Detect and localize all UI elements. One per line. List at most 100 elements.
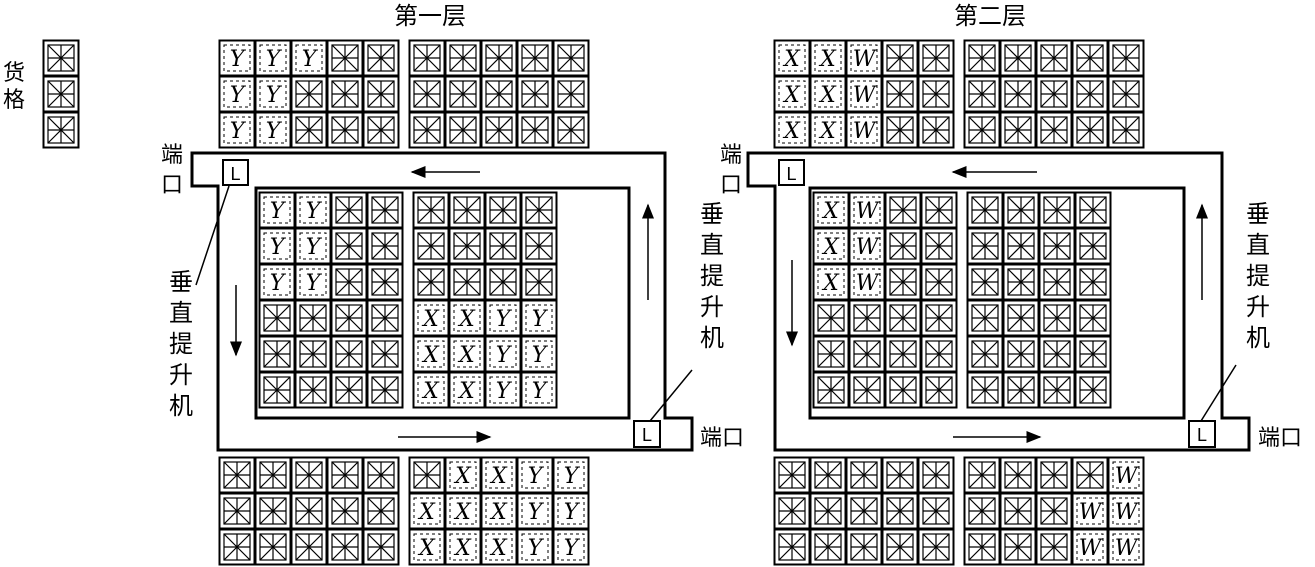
svg-text:X: X — [489, 536, 508, 561]
vertical-char: 提 — [700, 262, 724, 290]
floor-2-middle-cell-r4-c2 — [884, 335, 922, 373]
floor-1-bottom-cell-r2-c0 — [218, 528, 256, 566]
floor-2-top-cell-r0-c1: X — [809, 39, 847, 77]
floor-2-middle-cell-r3-c6 — [1038, 299, 1076, 337]
floor-1-bottom-cell-r0-c5 — [408, 456, 446, 494]
svg-text:Y: Y — [528, 464, 545, 489]
floor-2-bottom-cell-r0-c6 — [999, 456, 1037, 494]
floor-2-top-cell-r0-c9 — [1107, 39, 1145, 77]
floor-2-bottom-cell-r2-c5 — [963, 528, 1001, 566]
floor-1-bottom-cell-r0-c3 — [326, 456, 364, 494]
floor-2-middle-cell-r1-c3 — [920, 227, 958, 265]
svg-text:Y: Y — [532, 343, 549, 368]
floor-1-middle-cell-r3-c5: X — [448, 299, 486, 337]
floor-1-bottom-cell-r2-c4 — [362, 528, 400, 566]
floor-2-top-cell-r2-c6 — [999, 111, 1037, 149]
vertical-char: 直 — [169, 299, 193, 327]
floor-1-lift-left-leader — [195, 185, 230, 286]
floor-1-middle-cell-r3-c1 — [294, 299, 332, 337]
floor-2-middle-cell-r5-c2 — [884, 371, 922, 409]
floor-2-middle-cell-r1-c2 — [884, 227, 922, 265]
floor-1-middle-cell-r5-c4: X — [412, 371, 450, 409]
floor-1-bottom-cell-r2-c3 — [326, 528, 364, 566]
floor-1-top-cell-r1-c6 — [444, 75, 482, 113]
floor-2-bottom-cell-r1-c3 — [881, 492, 919, 530]
floor-2-bottom-cell-r0-c4 — [917, 456, 955, 494]
legend-label: 货格 — [3, 61, 25, 113]
floor-2-top-cell-r2-c4 — [917, 111, 955, 149]
vertical-char: 直 — [700, 231, 724, 259]
floor-1-top-cell-r1-c9 — [552, 75, 590, 113]
floor-1-top-cell-r2-c8 — [516, 111, 554, 149]
svg-text:X: X — [453, 464, 472, 489]
vertical-char: 机 — [1246, 324, 1270, 352]
floor-1-bottom-cell-r0-c1 — [254, 456, 292, 494]
floor-2-bottom-cell-r2-c6 — [999, 528, 1037, 566]
floor-2-middle-cell-r4-c4 — [966, 335, 1004, 373]
vertical-char: 口 — [720, 173, 742, 198]
floor-2-top-cell-r1-c1: X — [809, 75, 847, 113]
floor-1-top-cell-r0-c8 — [516, 39, 554, 77]
svg-text:X: X — [453, 536, 472, 561]
floor-2-bottom-cell-r1-c2 — [845, 492, 883, 530]
floor-1-top-cell-r0-c6 — [444, 39, 482, 77]
floor-2-middle-cell-r4-c0 — [812, 335, 850, 373]
floor-1-top-cell-r1-c7 — [480, 75, 518, 113]
svg-text:L: L — [230, 164, 240, 184]
vertical-char: 升 — [700, 293, 724, 321]
floor-2-middle-cell-r2-c1: W — [848, 263, 886, 301]
svg-text:W: W — [856, 235, 881, 260]
floor-1-top-cell-r2-c5 — [408, 111, 446, 149]
floor-1-middle-cell-r5-c6: Y — [484, 371, 522, 409]
svg-text:W: W — [1115, 536, 1140, 561]
floor-1-bottom-cell-r1-c7: X — [480, 492, 518, 530]
svg-text:X: X — [421, 343, 440, 368]
svg-text:Y: Y — [564, 500, 581, 525]
svg-text:Y: Y — [230, 83, 247, 108]
floor-1-middle-cell-r3-c3 — [366, 299, 404, 337]
floor-1-arrows — [230, 166, 654, 443]
floor-2-middle-cell-r4-c7 — [1074, 335, 1112, 373]
legend-cell-0 — [42, 39, 80, 77]
svg-text:Y: Y — [230, 119, 247, 144]
floor-1-middle-cell-r2-c6 — [484, 263, 522, 301]
floor-2-port-right-label: 端口 — [1258, 426, 1302, 451]
vertical-char: 机 — [700, 324, 724, 352]
floor-1-top-cell-r0-c2: Y — [290, 39, 328, 77]
floor-1-bottom-cell-r1-c5: X — [408, 492, 446, 530]
floor-2-top-cell-r2-c7 — [1035, 111, 1073, 149]
floor-2-top-cell-r0-c8 — [1071, 39, 1109, 77]
floor-1-bottom-cell-r1-c3 — [326, 492, 364, 530]
floor-2-middle-cell-r1-c6 — [1038, 227, 1076, 265]
floor-1-middle-cell-r0-c0: Y — [258, 191, 296, 229]
floor-2-middle-cell-r5-c3 — [920, 371, 958, 409]
svg-text:Y: Y — [230, 47, 247, 72]
floor-1-middle-cell-r0-c4 — [412, 191, 450, 229]
floor-2-middle-cell-r2-c4 — [966, 263, 1004, 301]
svg-text:X: X — [457, 379, 476, 404]
floor-2-middle-cell-r1-c1: W — [848, 227, 886, 265]
floor-2-bottom-cell-r1-c5 — [963, 492, 1001, 530]
floor-2-bottom-cell-r2-c7 — [1035, 528, 1073, 566]
svg-text:L: L — [786, 164, 796, 184]
floor-1-bottom-cell-r0-c2 — [290, 456, 328, 494]
floor-1-bottom-cell-r1-c4 — [362, 492, 400, 530]
floor-2-bottom-cell-r0-c7 — [1035, 456, 1073, 494]
floor-1-middle-cell-r1-c4 — [412, 227, 450, 265]
vertical-char: 提 — [169, 330, 193, 358]
vertical-char: 升 — [169, 361, 193, 389]
svg-text:Y: Y — [528, 500, 545, 525]
floor-1-middle-cell-r5-c2 — [330, 371, 368, 409]
svg-text:X: X — [818, 119, 837, 144]
floor-2-top-cell-r1-c2: W — [845, 75, 883, 113]
svg-text:X: X — [782, 119, 801, 144]
floor-1-bottom-cell-r0-c7: X — [480, 456, 518, 494]
floor-1-middle-cell-r0-c6 — [484, 191, 522, 229]
floor-2-bottom-cell-r0-c2 — [845, 456, 883, 494]
floor-1-middle-cell-r1-c3 — [366, 227, 404, 265]
floor-1-bottom-cell-r1-c8: Y — [516, 492, 554, 530]
vertical-char: 机 — [169, 392, 193, 420]
floor-1-top-cell-r0-c1: Y — [254, 39, 292, 77]
